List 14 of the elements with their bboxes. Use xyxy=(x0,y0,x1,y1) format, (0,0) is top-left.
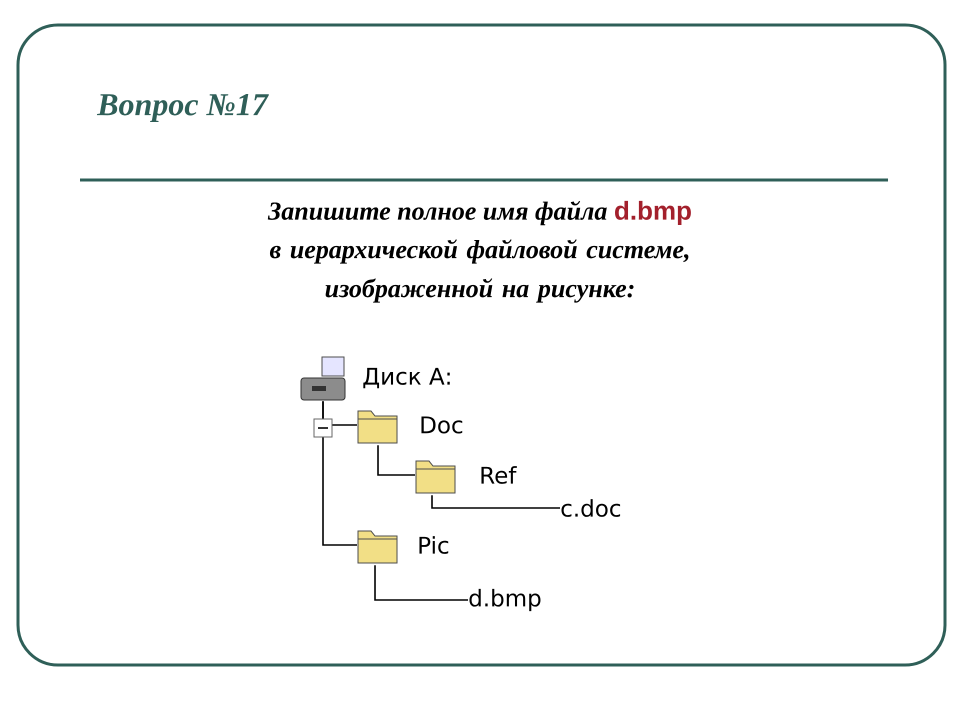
tree-item: Pic xyxy=(419,536,448,554)
file-name: d.bmp xyxy=(469,588,540,612)
tree-line xyxy=(431,495,560,509)
tree-item: Doc xyxy=(421,416,462,434)
tree-line xyxy=(377,445,415,476)
tree-line xyxy=(374,565,468,601)
tree-line xyxy=(322,401,357,546)
slide-title: Вопрос №17 xyxy=(96,94,269,122)
tree-item: Диск А: xyxy=(363,368,450,388)
file-name: d.bmp xyxy=(615,200,691,226)
file-name: c.doc xyxy=(561,499,620,517)
question-text: Запишите полное имя файла xyxy=(268,200,607,226)
question-text: в иерархической файловой системе, изображенной на рисунке: xyxy=(270,239,688,303)
tree-item: Ref xyxy=(481,466,517,484)
